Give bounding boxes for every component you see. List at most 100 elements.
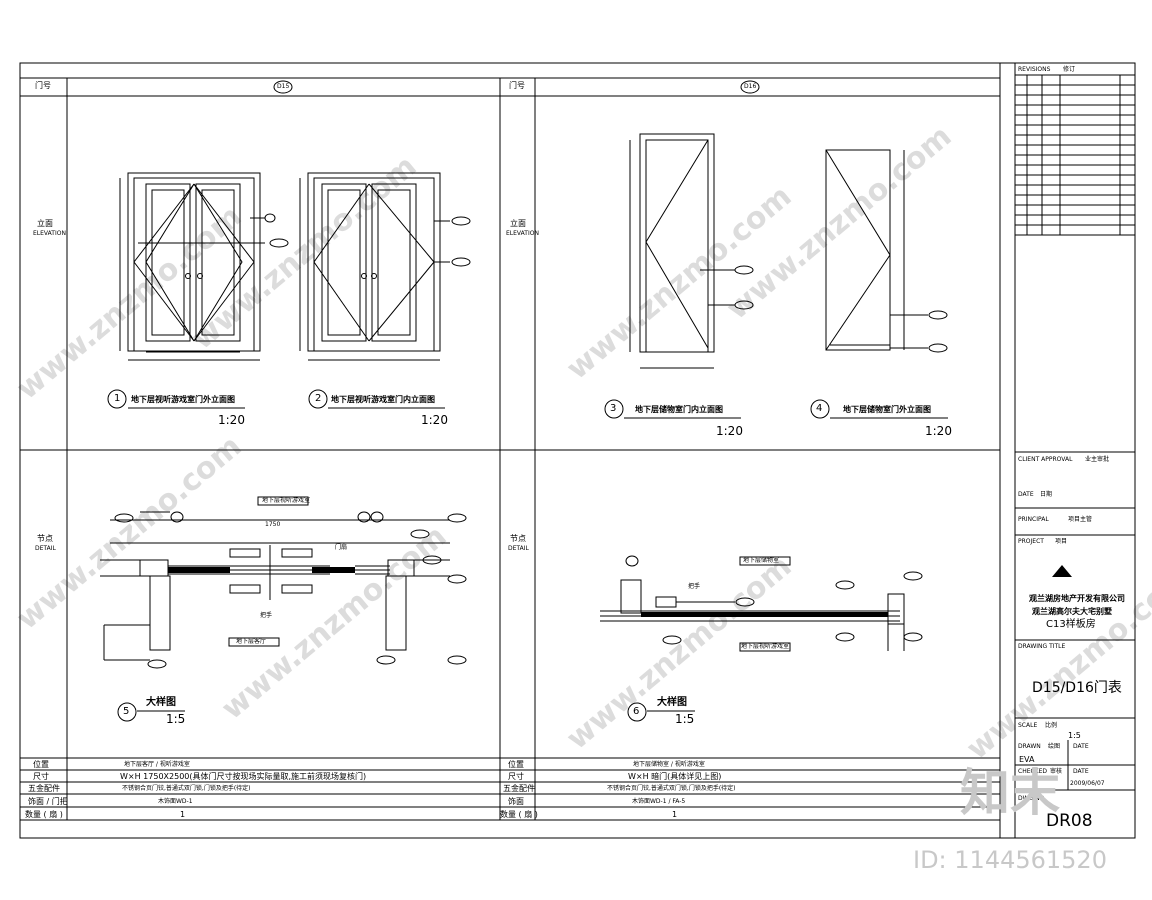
image-id: ID: 1144561520 bbox=[913, 846, 1107, 874]
schedule-label: 数量 ( 扇 ) bbox=[500, 810, 538, 819]
row-label: 节点 bbox=[37, 534, 53, 543]
schedule-label: 饰面 / 门把 bbox=[28, 797, 68, 806]
checked-label: CHECKED bbox=[1018, 768, 1048, 775]
row-label: 立面 bbox=[510, 219, 526, 228]
drawing-title: 地下层视听游戏室门内立面图 bbox=[331, 395, 435, 404]
house-type: C13样板房 bbox=[1046, 619, 1096, 630]
row-label: 节点 bbox=[510, 534, 526, 543]
drawing-number: 4 bbox=[816, 403, 823, 414]
room-label: 地下层视听游戏室 bbox=[741, 643, 790, 650]
drawing-title: 大样图 bbox=[146, 697, 176, 708]
company-name: 观兰湖房地产开发有限公司 bbox=[1029, 594, 1125, 603]
date-label: DATE bbox=[1018, 491, 1034, 498]
door-leaf-d16 bbox=[641, 612, 888, 617]
elevation-1-double-door bbox=[119, 172, 289, 361]
drawing-6-number-circle bbox=[627, 702, 647, 722]
project-label: PROJECT bbox=[1018, 538, 1044, 545]
schedule-value: 木饰面WD-1 bbox=[158, 798, 193, 805]
drawing-title: 大样图 bbox=[657, 697, 687, 708]
row-label-sub: DETAIL bbox=[35, 545, 56, 552]
schedule-label: 尺寸 bbox=[508, 772, 524, 781]
checked-date-value: 2009/06/07 bbox=[1070, 780, 1105, 787]
checked-cn: 审核 bbox=[1050, 768, 1063, 775]
room-label: 地下层储物室 bbox=[743, 557, 780, 564]
drawing-title: 地下层视听游戏室门外立面图 bbox=[131, 395, 235, 404]
principal-label: PRINCIPAL bbox=[1018, 516, 1049, 523]
date-cn: 日期 bbox=[1040, 491, 1053, 498]
drawing-number: 2 bbox=[315, 393, 322, 404]
door-tag-d15 bbox=[273, 80, 293, 94]
scale-label: SCALE bbox=[1018, 722, 1038, 729]
elevation-3-hidden-door bbox=[629, 133, 754, 369]
drawing-number: 5 bbox=[123, 706, 130, 717]
drawing-2-number-circle bbox=[308, 389, 328, 409]
door-tag-label: D16 bbox=[744, 83, 757, 90]
drawing-scale: 1:5 bbox=[166, 712, 186, 726]
schedule-label: 饰面 bbox=[508, 797, 524, 806]
drawn-date: DATE bbox=[1073, 743, 1089, 750]
drawing-scale: 1:5 bbox=[675, 712, 695, 726]
door-tag-d16 bbox=[740, 80, 760, 94]
project-cn: 项目 bbox=[1055, 538, 1068, 545]
checked-date: DATE bbox=[1073, 768, 1089, 775]
row-label-sub: DETAIL bbox=[508, 545, 529, 552]
site-logo: 知末 bbox=[960, 764, 1060, 822]
drawing-title-value: D15/D16门表 bbox=[1032, 680, 1122, 696]
schedule-label: 数量 ( 扇 ) bbox=[25, 810, 63, 819]
dimension-label: 门扇 bbox=[335, 544, 348, 551]
project-name: 观兰湖高尔夫大宅别墅 bbox=[1032, 607, 1112, 616]
drawing-scale: 1:20 bbox=[925, 424, 952, 438]
drawing-number: 1 bbox=[114, 393, 121, 404]
dwg-no-label: DWG NO. bbox=[1018, 795, 1046, 802]
schedule-value: 1 bbox=[672, 810, 678, 819]
drawing-title: 地下层储物室门外立面图 bbox=[843, 405, 931, 414]
schedule-value: W×H 1750X2500(具体门尺寸按现场实际量取,施工前须现场复核门) bbox=[120, 772, 367, 781]
dimension-label: 1750 bbox=[265, 521, 281, 528]
row-label-sub: ELEVATION bbox=[506, 230, 539, 237]
door-leaf-right bbox=[312, 567, 355, 573]
detail-6-section bbox=[600, 555, 923, 652]
title-block-lines bbox=[1015, 74, 1135, 791]
door-no-label: 门号 bbox=[35, 81, 51, 90]
client-approval-label: CLIENT APPROVAL bbox=[1018, 456, 1073, 463]
schedule-value: 不锈钢合页门铰,普通式双门锁,门锁及把手(待定) bbox=[607, 785, 736, 792]
handle-label: 把手 bbox=[688, 583, 701, 590]
schedule-value: 不锈钢合页门铰,普通式双门锁,门锁及把手(待定) bbox=[122, 785, 251, 792]
drawing-4-number-circle bbox=[810, 399, 830, 419]
detail-5-section bbox=[100, 496, 467, 669]
schedule-value: 木饰面WD-1 / FA-5 bbox=[632, 798, 686, 805]
drawing-title: 地下层储物室门内立面图 bbox=[635, 405, 723, 414]
schedule-label: 尺寸 bbox=[33, 772, 49, 781]
drawing-scale: 1:20 bbox=[218, 413, 245, 427]
elevation-4-hidden-door bbox=[825, 149, 948, 353]
row-label-sub: ELEVATION bbox=[33, 230, 66, 237]
schedule-label: 五金配件 bbox=[503, 784, 535, 793]
schedule-label: 位置 bbox=[33, 760, 49, 769]
schedule-label: 位置 bbox=[508, 760, 524, 769]
door-leaf-left bbox=[168, 567, 230, 573]
drawn-name: EVA bbox=[1019, 755, 1035, 764]
company-logo-mark bbox=[1052, 565, 1072, 577]
revisions-label: REVISIONS bbox=[1018, 66, 1051, 73]
dwg-no-value: DR08 bbox=[1046, 811, 1093, 831]
drawing-number: 6 bbox=[633, 706, 640, 717]
drawing-title-label: DRAWING TITLE bbox=[1018, 643, 1066, 650]
door-no-label: 门号 bbox=[509, 81, 525, 90]
revisions-col: 修订 bbox=[1063, 66, 1076, 73]
scale-value: 1:5 bbox=[1068, 731, 1081, 740]
schedule-value: 1 bbox=[180, 810, 186, 819]
schedule-label: 五金配件 bbox=[28, 784, 60, 793]
scale-cn: 比例 bbox=[1045, 722, 1058, 729]
drawn-cn: 绘图 bbox=[1048, 743, 1061, 750]
drawing-scale: 1:20 bbox=[716, 424, 743, 438]
handle-label: 把手 bbox=[260, 612, 273, 619]
schedule-value: 地下层储物室 / 视听游戏室 bbox=[633, 761, 705, 768]
drawing-number: 3 bbox=[610, 403, 617, 414]
schedule-value: 地下层客厅 / 视听游戏室 bbox=[124, 761, 190, 768]
drawing-3-number-circle bbox=[604, 399, 624, 419]
drawing-1-number-circle bbox=[107, 389, 127, 409]
client-approval-cn: 业主审批 bbox=[1085, 456, 1110, 463]
schedule-value: W×H 暗门(具体详见上图) bbox=[628, 772, 722, 781]
room-label: 地下层视听游戏室 bbox=[262, 497, 311, 504]
